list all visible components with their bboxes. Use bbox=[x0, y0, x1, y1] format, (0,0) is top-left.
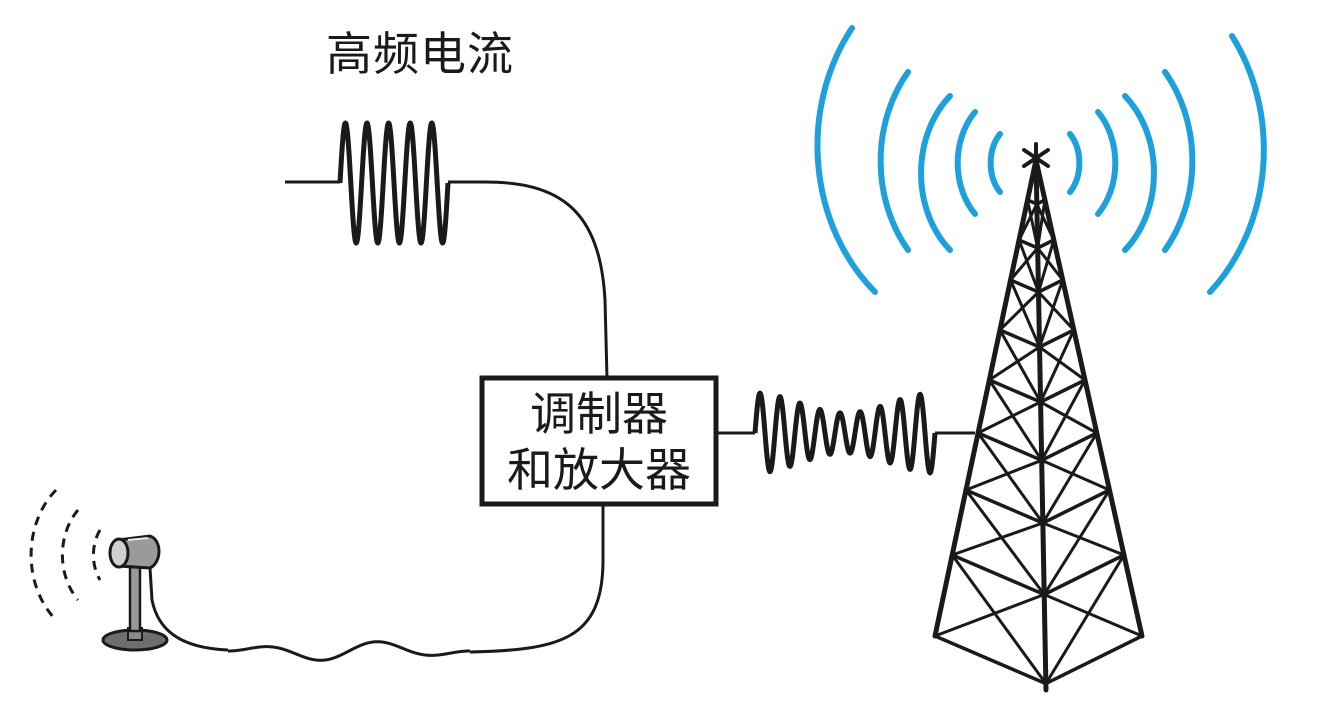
tower-beam bbox=[1039, 328, 1076, 404]
tower-beam bbox=[964, 488, 1045, 525]
tower-beam bbox=[1042, 593, 1144, 638]
modulated-wave bbox=[716, 390, 975, 476]
tower-beam bbox=[1041, 431, 1099, 525]
tower-beam bbox=[998, 290, 1040, 332]
tower-beam bbox=[998, 328, 1043, 404]
radio-wave-icon bbox=[814, 25, 1267, 295]
tower-beam bbox=[933, 634, 1048, 686]
tower-beam bbox=[1036, 238, 1056, 294]
tower-beam bbox=[1039, 400, 1099, 435]
tower-beam bbox=[976, 431, 1045, 525]
wire-to-microphone-stand bbox=[148, 567, 229, 652]
tower-beam bbox=[1038, 278, 1065, 349]
high-frequency-current-label: 高频电流 bbox=[326, 27, 514, 81]
tower-beam bbox=[950, 553, 1048, 686]
tower-beam bbox=[976, 431, 1044, 463]
radio-tower-icon bbox=[932, 157, 1145, 693]
tower-beam bbox=[1017, 202, 1039, 242]
tower-beam bbox=[998, 328, 1042, 349]
tower-beam bbox=[1037, 328, 1076, 349]
tower-beam bbox=[1040, 378, 1087, 462]
tower-beam bbox=[1039, 431, 1099, 463]
tower-beam bbox=[1036, 246, 1065, 282]
modulator-amplifier-box bbox=[479, 375, 719, 507]
wire-modulator-to-microphone bbox=[469, 504, 605, 654]
tower-beam bbox=[933, 593, 1046, 638]
tower-beam bbox=[987, 378, 1044, 462]
microphone-icon bbox=[101, 534, 169, 652]
tower-beam bbox=[1009, 278, 1042, 349]
tower-beam bbox=[1041, 488, 1112, 525]
sound-wave-icon bbox=[29, 488, 102, 622]
tower-beam bbox=[1035, 238, 1056, 250]
tower-beam bbox=[1009, 246, 1040, 282]
tower-beam bbox=[1035, 202, 1056, 242]
tower-beam bbox=[976, 400, 1043, 435]
antenna-tip-icon bbox=[1022, 142, 1050, 174]
wire-carrier-to-modulator bbox=[484, 180, 609, 379]
tower-beam bbox=[1036, 198, 1047, 250]
modulator-label-line-1: 调制器 bbox=[530, 387, 668, 441]
tower-beam bbox=[987, 345, 1042, 382]
tower-beam bbox=[1026, 198, 1040, 250]
audio-signal-wave bbox=[228, 640, 470, 662]
tower-beam bbox=[1017, 238, 1040, 294]
tower-beam bbox=[987, 378, 1043, 404]
modulator-label-line-2: 和放大器 bbox=[507, 443, 691, 497]
tower-beam bbox=[964, 458, 1044, 492]
tower-beam bbox=[1041, 521, 1126, 557]
tower-beam bbox=[964, 488, 1046, 596]
tower-beam bbox=[1008, 278, 1041, 294]
tower-beam bbox=[1038, 345, 1087, 382]
tower-beam bbox=[1042, 553, 1126, 597]
tower-beam bbox=[1036, 290, 1076, 332]
high-frequency-carrier-wave bbox=[285, 120, 485, 246]
tower-beam bbox=[950, 553, 1046, 597]
tower-beam bbox=[1017, 238, 1040, 250]
tower-beam bbox=[950, 521, 1045, 557]
tower-beam bbox=[1038, 378, 1087, 404]
tower-beam bbox=[1042, 488, 1111, 596]
tower-beam bbox=[1040, 458, 1111, 492]
tower-beam bbox=[1044, 634, 1144, 686]
tower-beam bbox=[1044, 553, 1126, 686]
tower-beam bbox=[1036, 278, 1065, 294]
modulator-amplifier-label: 调制器 和放大器 bbox=[482, 378, 716, 504]
